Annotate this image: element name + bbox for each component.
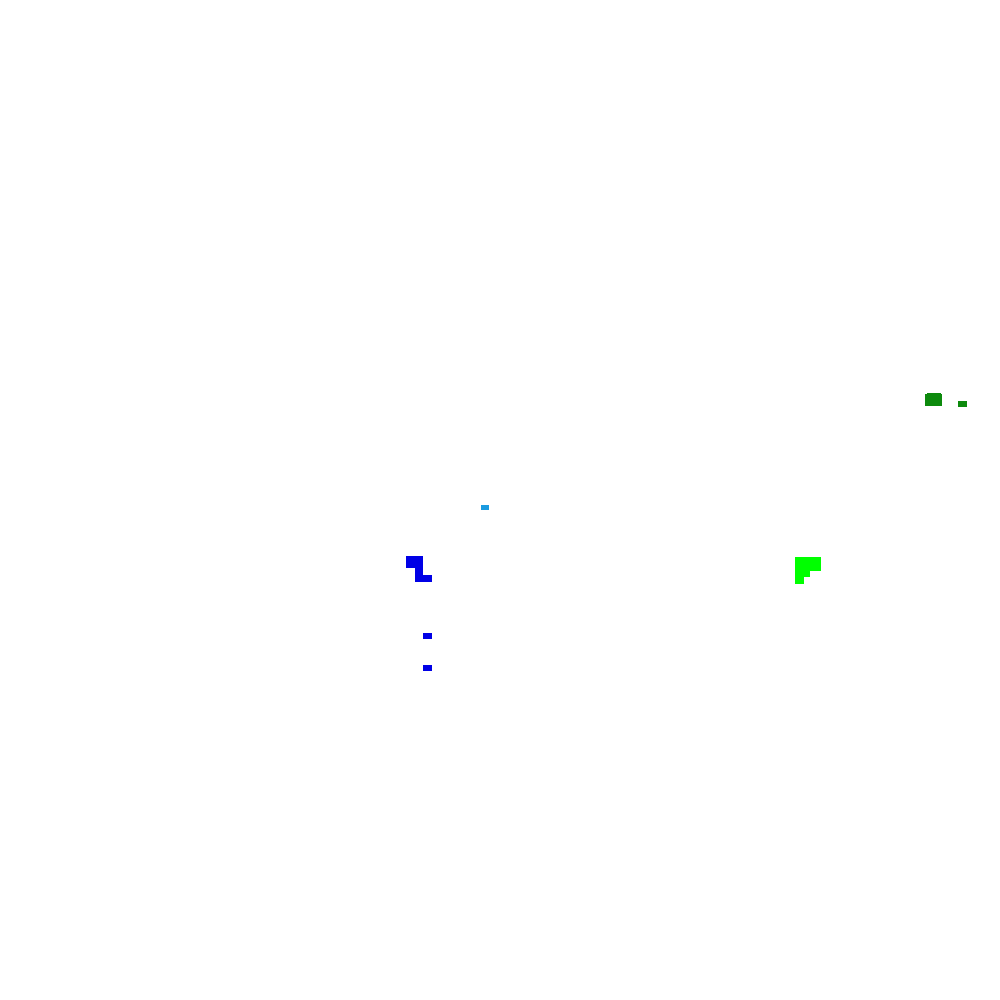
bright-green-shape-part <box>795 570 810 577</box>
dark-green-blob-large-part <box>927 393 941 395</box>
blue-z-shape-part <box>415 567 423 577</box>
dark-green-blob-small <box>958 401 967 407</box>
dark-green-blob-large-part <box>925 394 942 406</box>
blue-z-shape-part <box>415 575 432 582</box>
bright-green-shape-part <box>795 576 804 584</box>
dark-green-blob-large <box>925 393 943 407</box>
blue-z-shape-part <box>406 556 423 568</box>
light-blue-dot <box>481 505 489 510</box>
blue-dot-upper <box>423 633 432 639</box>
blue-z-shape <box>406 556 432 582</box>
blue-dot-lower <box>423 665 432 671</box>
bright-green-corner-shape <box>795 557 821 585</box>
bright-green-shape-part <box>795 557 821 571</box>
